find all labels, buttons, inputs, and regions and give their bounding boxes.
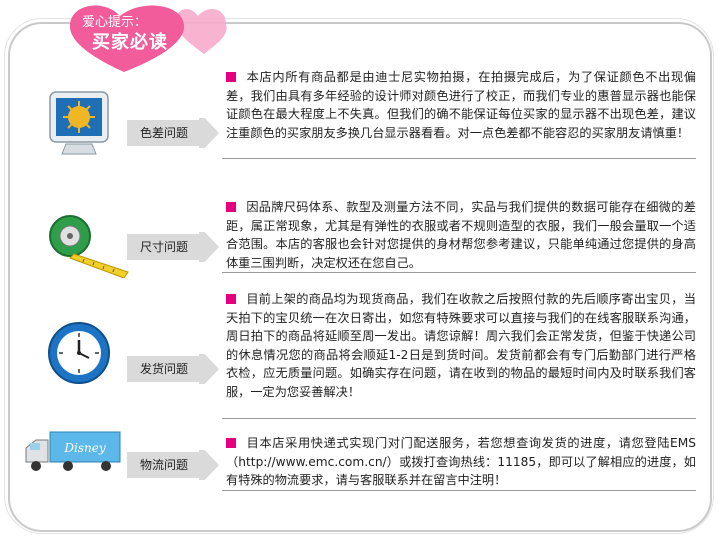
- divider: [222, 272, 696, 273]
- tape-measure-icon: [44, 212, 134, 282]
- label-logistics: 物流问题: [127, 450, 219, 480]
- heart-icon: [69, 5, 227, 73]
- label-size: 尺寸问题: [127, 232, 219, 262]
- bullet-square-icon: [226, 202, 236, 212]
- bullet-square-icon: [226, 294, 236, 304]
- label-shipping: 发货问题: [127, 354, 219, 384]
- text-logistics: 目本店采用快递式实现门对门配送服务，若您想查询发货的进度，请您登陆EMS（htt…: [226, 436, 696, 488]
- label-size-text: 尺寸问题: [139, 240, 188, 254]
- tips-subtitle: 买家必读: [92, 32, 168, 53]
- clock-icon: [46, 320, 112, 390]
- label-color-text: 色差问题: [139, 126, 188, 140]
- outer-frame-shadow: [4, 18, 714, 534]
- content-frame: [8, 22, 712, 532]
- divider: [222, 490, 696, 491]
- delivery-truck-icon: Disney: [22, 430, 122, 478]
- tips-title: 爱心提示：: [82, 15, 148, 30]
- monitor-icon: [46, 88, 118, 164]
- divider: [222, 418, 696, 419]
- label-shipping-text: 发货问题: [139, 362, 188, 376]
- text-color: 本店内所有商品都是由迪士尼实物拍摄，在拍摄完成后，为了保证颜色不出现偏差，我们由…: [226, 70, 696, 140]
- truck-brand: Disney: [63, 441, 105, 455]
- divider: [222, 158, 696, 159]
- label-color: 色差问题: [127, 118, 219, 148]
- bullet-square-icon: [226, 438, 236, 448]
- label-logistics-text: 物流问题: [139, 458, 188, 472]
- text-size: 因品牌尺码体系、款型及测量方法不同，实品与我们提供的数据可能存在细微的差距，属正…: [226, 200, 696, 270]
- bullet-square-icon: [226, 72, 236, 82]
- tips-heart-badge: 爱心提示： 买家必读: [58, 2, 228, 73]
- text-shipping: 目前上架的商品均为现货商品，我们在收款之后按照付款的先后顺序寄出宝贝，当天拍下的…: [226, 292, 696, 399]
